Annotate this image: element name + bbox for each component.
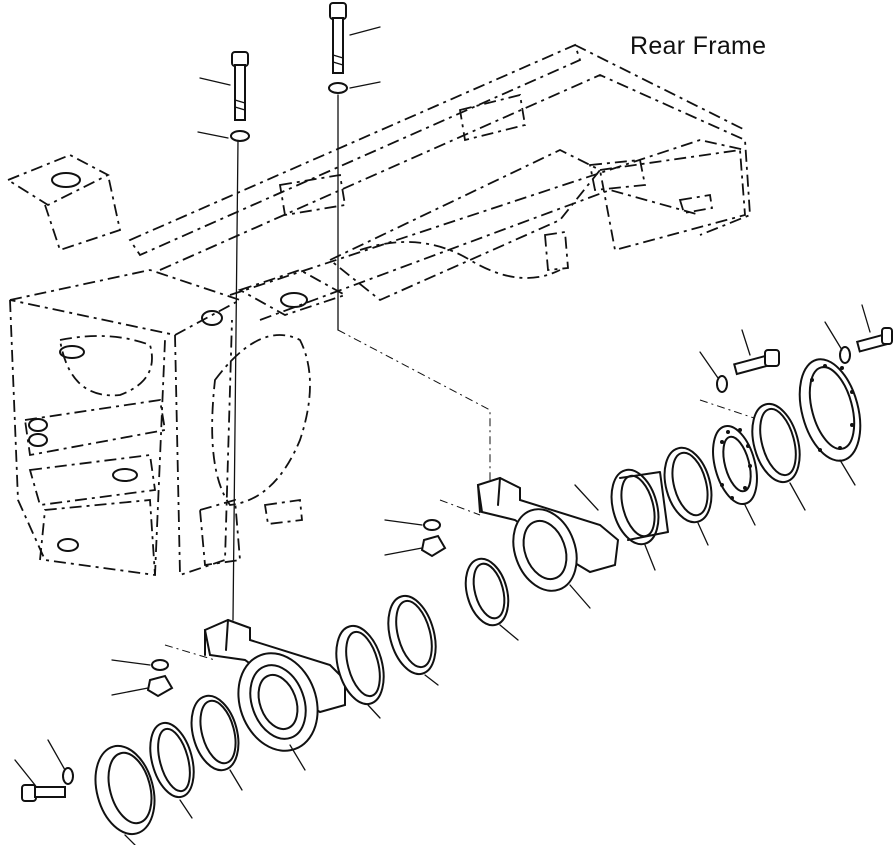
washer-top-left — [197, 130, 250, 142]
washer-top-right — [328, 81, 381, 94]
washer-upper-right-2 — [824, 321, 851, 364]
rear-frame — [6, 43, 751, 577]
nut-middle — [384, 534, 447, 558]
bushing-2 — [335, 624, 385, 719]
washer-upper-right-1 — [699, 351, 728, 393]
cover-plate-lower — [94, 744, 156, 845]
bushing-1 — [190, 694, 243, 791]
diagram-title: Rear Frame — [630, 32, 767, 60]
bolt-top-right — [329, 2, 381, 74]
front-support-bracket — [203, 618, 346, 771]
seal-ring-5 — [751, 402, 806, 511]
bolt-lower-left — [14, 759, 66, 802]
seal-ring-2 — [387, 594, 439, 686]
seal-ring-1 — [149, 721, 195, 819]
assembly-center-lines — [164, 94, 761, 661]
bolt-top-left — [199, 51, 249, 121]
bushing-3 — [610, 468, 669, 571]
washer-middle — [384, 519, 441, 531]
washer-lower-left — [111, 659, 169, 671]
nut-lower-left — [111, 674, 174, 698]
washer-lower-bolt — [47, 739, 74, 785]
bolt-upper-right-1 — [733, 329, 780, 376]
shim-plate — [712, 425, 758, 526]
seal-ring-3 — [464, 557, 519, 641]
seal-ring-4 — [663, 446, 713, 546]
rear-support-bracket — [476, 476, 620, 609]
bolt-upper-right-2 — [855, 304, 893, 353]
cover-plate-upper — [798, 358, 862, 486]
